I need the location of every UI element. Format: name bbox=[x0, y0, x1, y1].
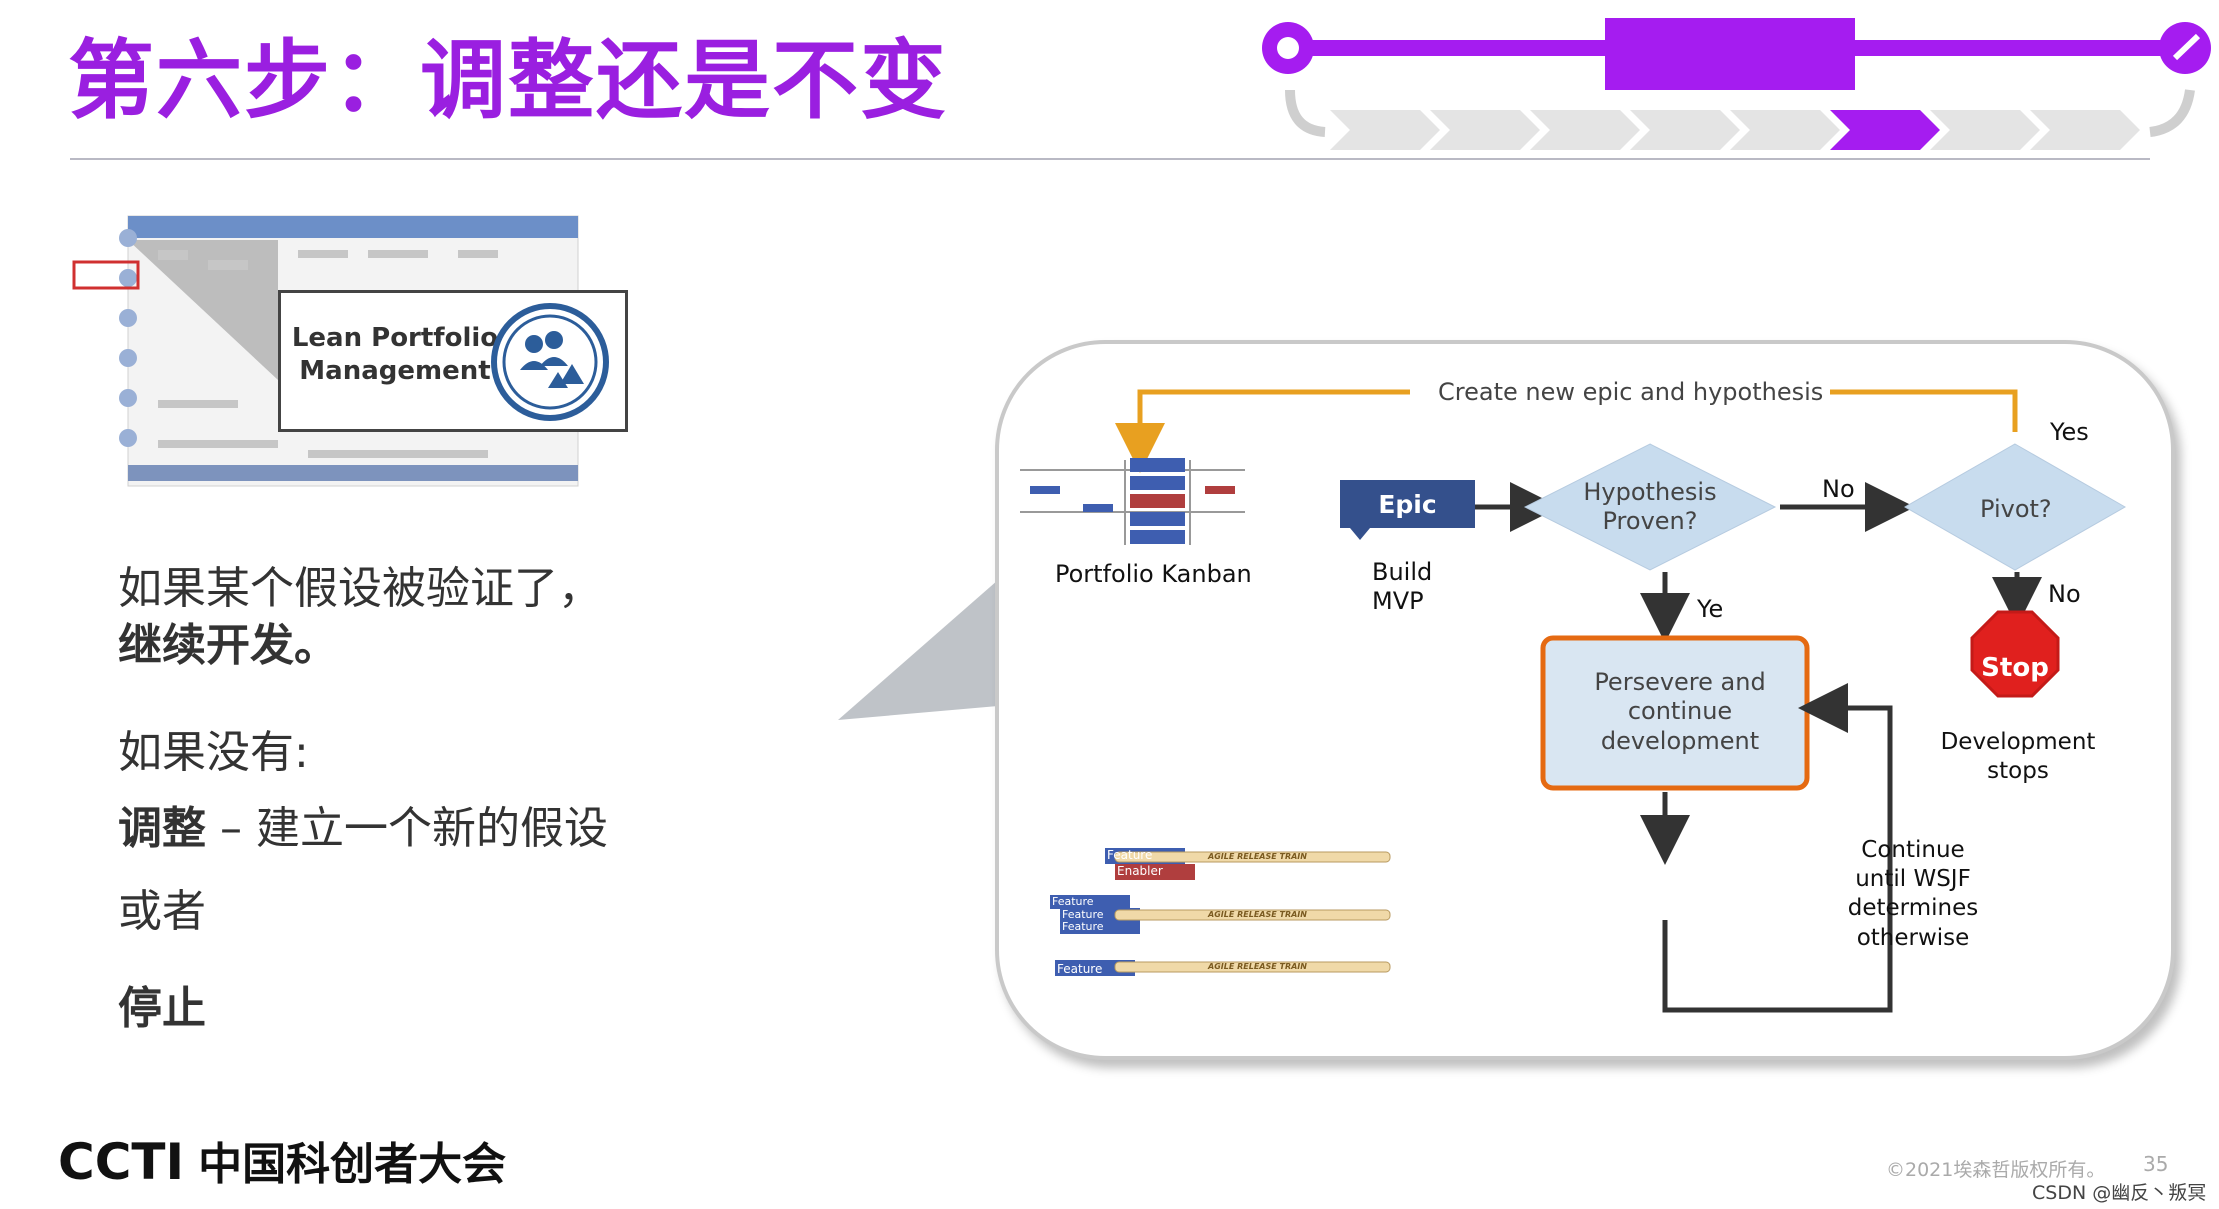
continue-label: Continue until WSJF determines otherwise bbox=[1828, 836, 1998, 953]
safe-thumbnail: Lean Portfolio Management bbox=[68, 210, 628, 500]
bullet-text: 如果某个假设被验证了， 继续开发。 如果没有: 调整 – 建立一个新的假设 或者… bbox=[118, 560, 718, 1037]
stop-label: Stop bbox=[1981, 653, 2049, 683]
yes-label-1: Yes bbox=[2050, 418, 2089, 446]
persevere-line1: Persevere and bbox=[1594, 668, 1766, 696]
thumbnail-label-line1: Lean Portfolio bbox=[291, 323, 499, 353]
no-label-2: No bbox=[2048, 580, 2081, 608]
bullet-line-6: 停止 bbox=[118, 982, 206, 1034]
brand-name-cn: 中国科创者大会 bbox=[198, 1139, 507, 1190]
enabler-tag: Enabler bbox=[1117, 864, 1163, 878]
continue-line2: until WSJF bbox=[1855, 866, 1971, 893]
epic-box bbox=[1340, 480, 1475, 528]
epic-label: Epic bbox=[1378, 490, 1437, 519]
people-team-icon bbox=[491, 303, 609, 421]
no-label-1: No bbox=[1822, 475, 1855, 503]
loop-arrow-left bbox=[1115, 389, 1410, 473]
feature-tag-4: Feature bbox=[1062, 920, 1104, 933]
bullet-line-3: 如果没有: bbox=[118, 727, 309, 779]
progress-roadmap bbox=[1262, 18, 2211, 150]
continue-line3: determines bbox=[1847, 895, 1979, 922]
stop-octagon bbox=[1970, 610, 2060, 698]
hypothesis-label: Hypothesis Proven? bbox=[1565, 478, 1735, 536]
portfolio-kanban-icon bbox=[1020, 458, 1245, 545]
brand-name: CCTI bbox=[58, 1133, 185, 1191]
watermark-text: CSDN @幽反丶叛冥 bbox=[2032, 1182, 2207, 1204]
dev-stops-line2: stops bbox=[1987, 757, 2049, 784]
pivot-diamond bbox=[1903, 443, 2127, 571]
brand-logo: CCTI 中国科创者大会 bbox=[58, 1128, 506, 1192]
hypothesis-line2: Proven? bbox=[1602, 506, 1698, 535]
build-mvp-label: Build MVP bbox=[1372, 558, 1432, 616]
feature-tag-1: Feature bbox=[1107, 848, 1153, 862]
persevere-line2: continue bbox=[1627, 697, 1733, 726]
build-mvp-line1: Build bbox=[1372, 558, 1433, 586]
development-stops-label: Development stops bbox=[1938, 728, 2098, 786]
persevere-line3: development bbox=[1600, 726, 1760, 755]
feature-tag-2: Feature bbox=[1052, 895, 1094, 908]
thumbnail-label: Lean Portfolio Management bbox=[290, 322, 500, 387]
loop-line-right bbox=[1830, 389, 2018, 432]
dev-stops-line1: Development bbox=[1940, 729, 2096, 755]
loop-label: Create new epic and hypothesis bbox=[1438, 378, 1824, 406]
pivot-label: Pivot? bbox=[1980, 495, 2052, 523]
bullet-line-2: 继续开发。 bbox=[118, 620, 338, 672]
copyright-text: ©2021埃森哲版权所有。 bbox=[1886, 1159, 2106, 1181]
slide-title: 第六步：调整还是不变 bbox=[68, 31, 948, 131]
hypothesis-line1: Hypothesis bbox=[1583, 478, 1717, 506]
bullet-line-5: 或者 bbox=[118, 885, 206, 937]
release-trains bbox=[1050, 848, 1391, 976]
art-label-2: AGILE RELEASE TRAIN bbox=[1208, 910, 1307, 919]
persevere-label: Persevere and continue development bbox=[1545, 668, 1815, 756]
continue-line1: Continue bbox=[1861, 837, 1965, 863]
bullet-line-4-rest: – 建立一个新的假设 bbox=[206, 802, 608, 854]
bullet-line-4-bold: 调整 bbox=[118, 802, 206, 854]
bullet-line-4: 调整 – 建立一个新的假设 bbox=[118, 800, 718, 857]
hypothesis-diamond bbox=[1523, 443, 1777, 571]
art-label-1: AGILE RELEASE TRAIN bbox=[1208, 852, 1307, 861]
feature-tag-3: Feature bbox=[1062, 908, 1104, 921]
art-label-3: AGILE RELEASE TRAIN bbox=[1208, 962, 1307, 971]
bullet-line-1: 如果某个假设被验证了， bbox=[118, 563, 602, 614]
title-divider bbox=[70, 158, 2150, 160]
portfolio-kanban-label: Portfolio Kanban bbox=[1055, 560, 1252, 588]
flow-diagram bbox=[1020, 389, 2127, 1013]
feature-tag-5: Feature bbox=[1057, 962, 1103, 976]
page-number: 35 bbox=[2143, 1152, 2169, 1176]
continue-line4: otherwise bbox=[1856, 924, 1970, 951]
build-mvp-line2: MVP bbox=[1372, 586, 1424, 615]
yes-label-2: Ye bbox=[1697, 595, 1724, 623]
thumbnail-label-line2: Management bbox=[299, 355, 491, 386]
callout-pointer bbox=[838, 580, 998, 720]
